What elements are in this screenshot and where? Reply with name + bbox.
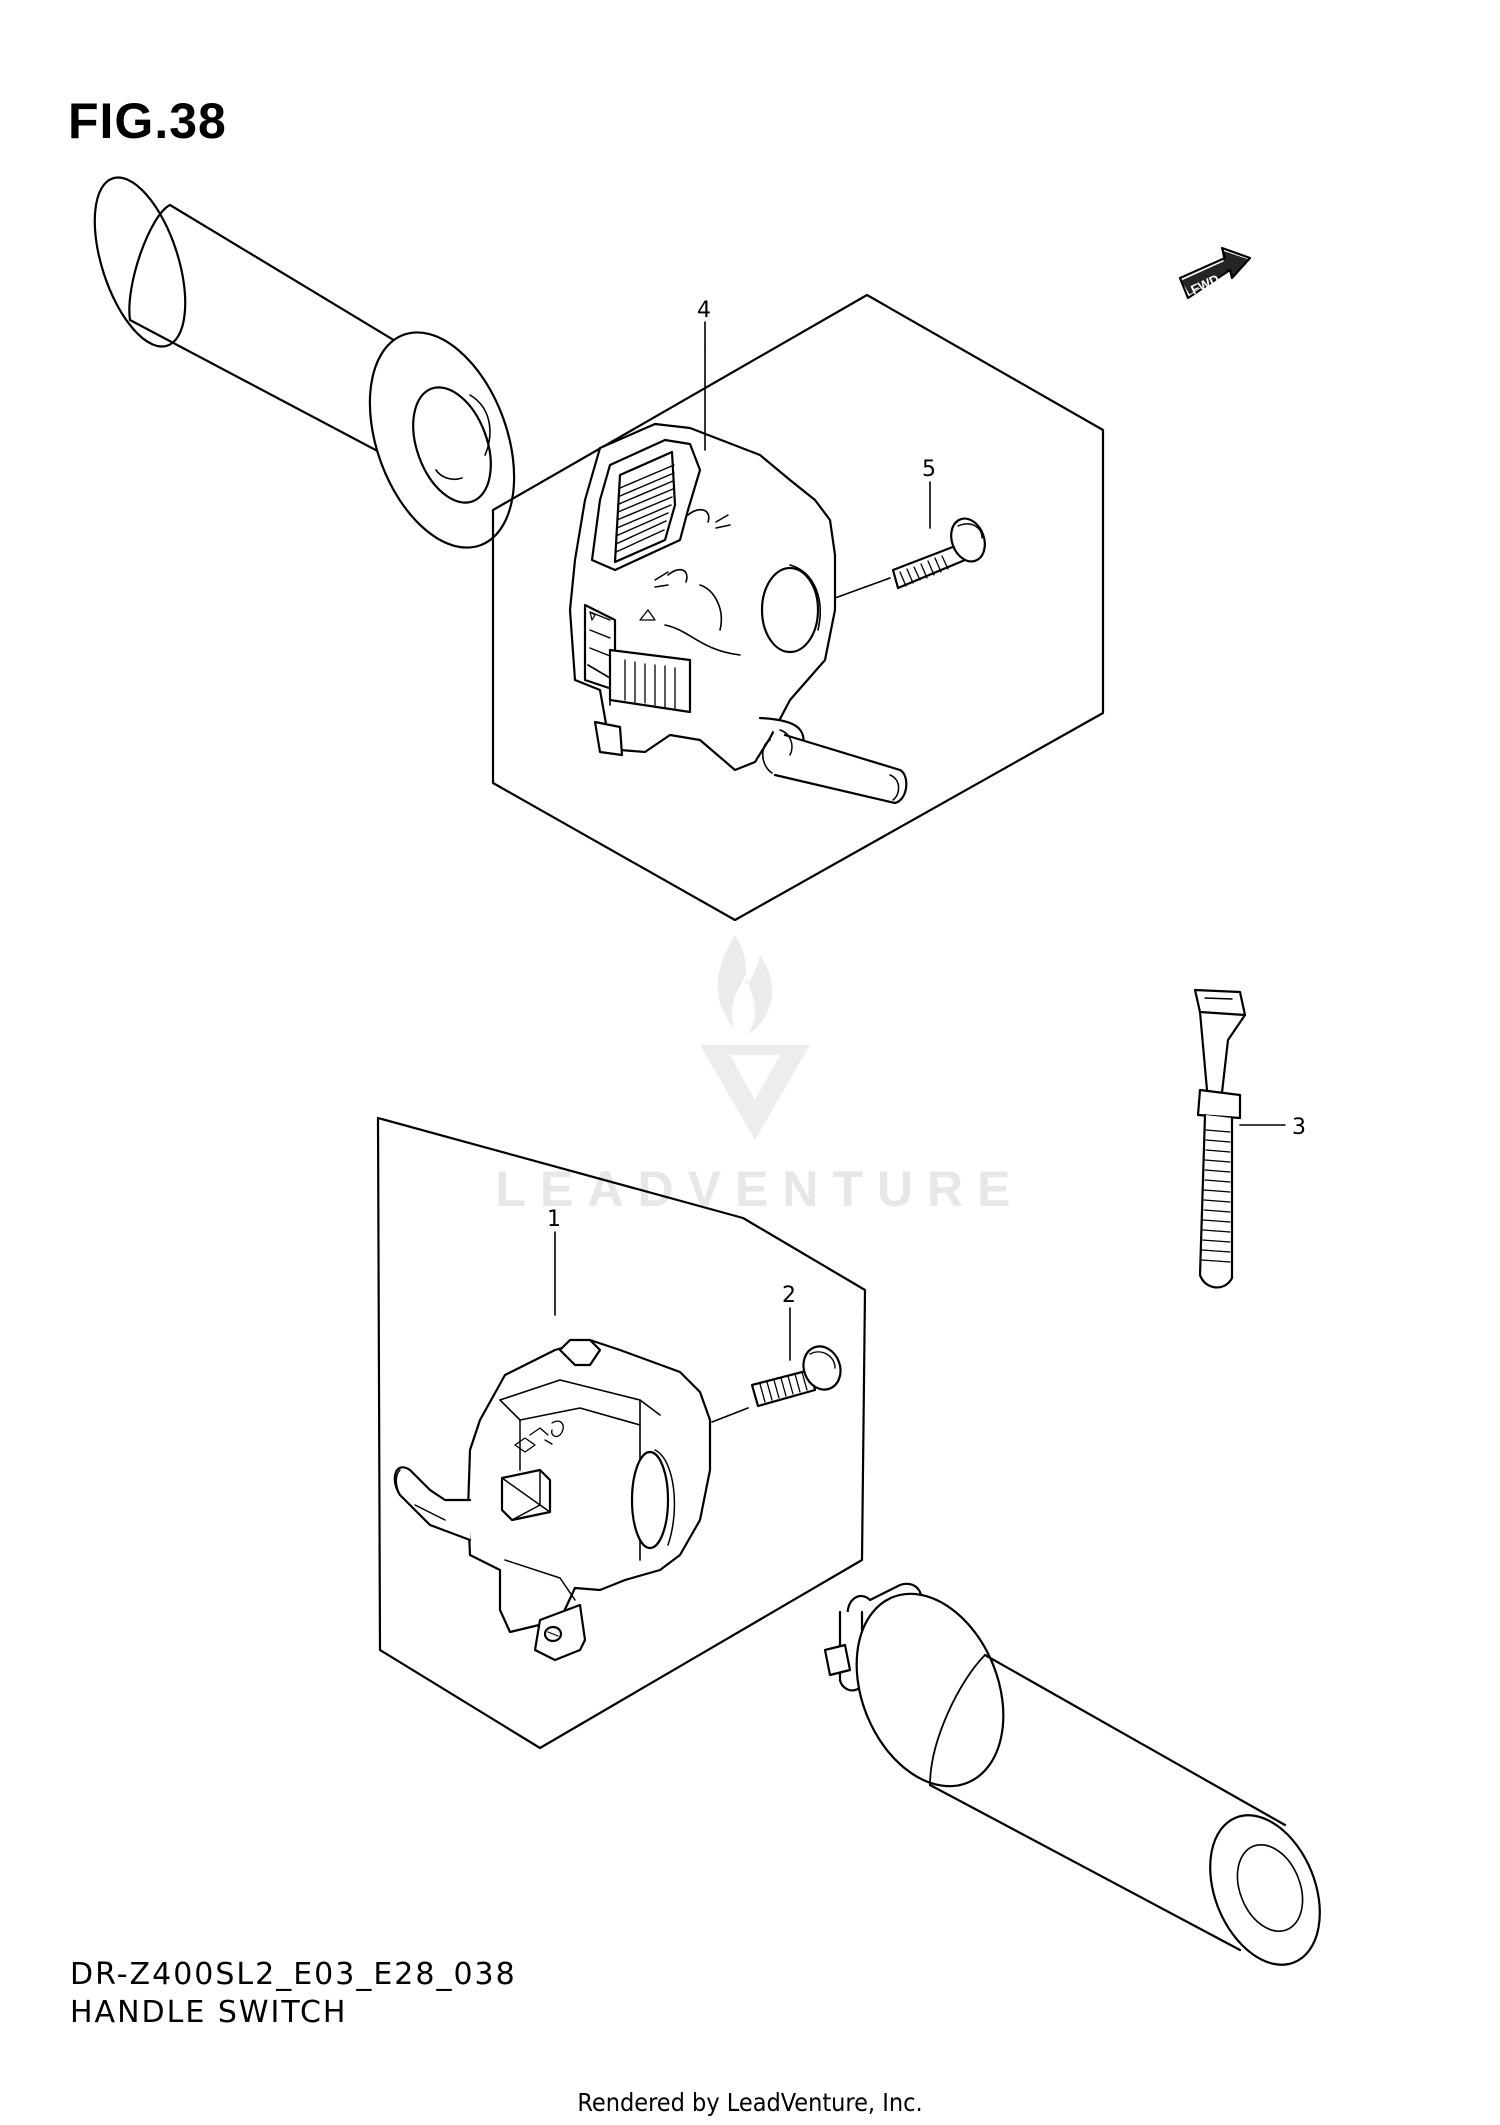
screw-5-drawing: [834, 481, 986, 599]
footer-credit: Rendered by LeadVenture, Inc.: [577, 2088, 923, 2117]
fwd-arrow-icon: FWD: [1178, 246, 1252, 300]
right-switch-assembly-drawing: [393, 1338, 712, 1662]
callout-4: 4: [697, 298, 711, 323]
model-code: DR-Z400SL2_E03_E28_038: [70, 1957, 517, 1992]
callout-5: 5: [922, 457, 936, 482]
callout-3: 3: [1292, 1115, 1306, 1140]
diagram-name: HANDLE SWITCH: [70, 1995, 348, 2030]
callout-1: 1: [547, 1207, 561, 1232]
throttle-grip-drawing: [823, 1582, 1321, 1966]
part-1-boundary: [376, 1116, 867, 1750]
left-handlebar-grip: [93, 176, 516, 549]
figure-title: FIG.38: [68, 93, 227, 149]
watermark-logo: [700, 935, 810, 1140]
watermark-text: LEADVENTURE: [495, 1161, 1025, 1217]
cable-tie-3-drawing: [1193, 988, 1286, 1289]
screw-2-drawing: [711, 1345, 842, 1423]
callout-2: 2: [782, 1283, 796, 1308]
part-4-boundary: [491, 293, 1105, 922]
left-switch-assembly-drawing: [568, 422, 908, 805]
